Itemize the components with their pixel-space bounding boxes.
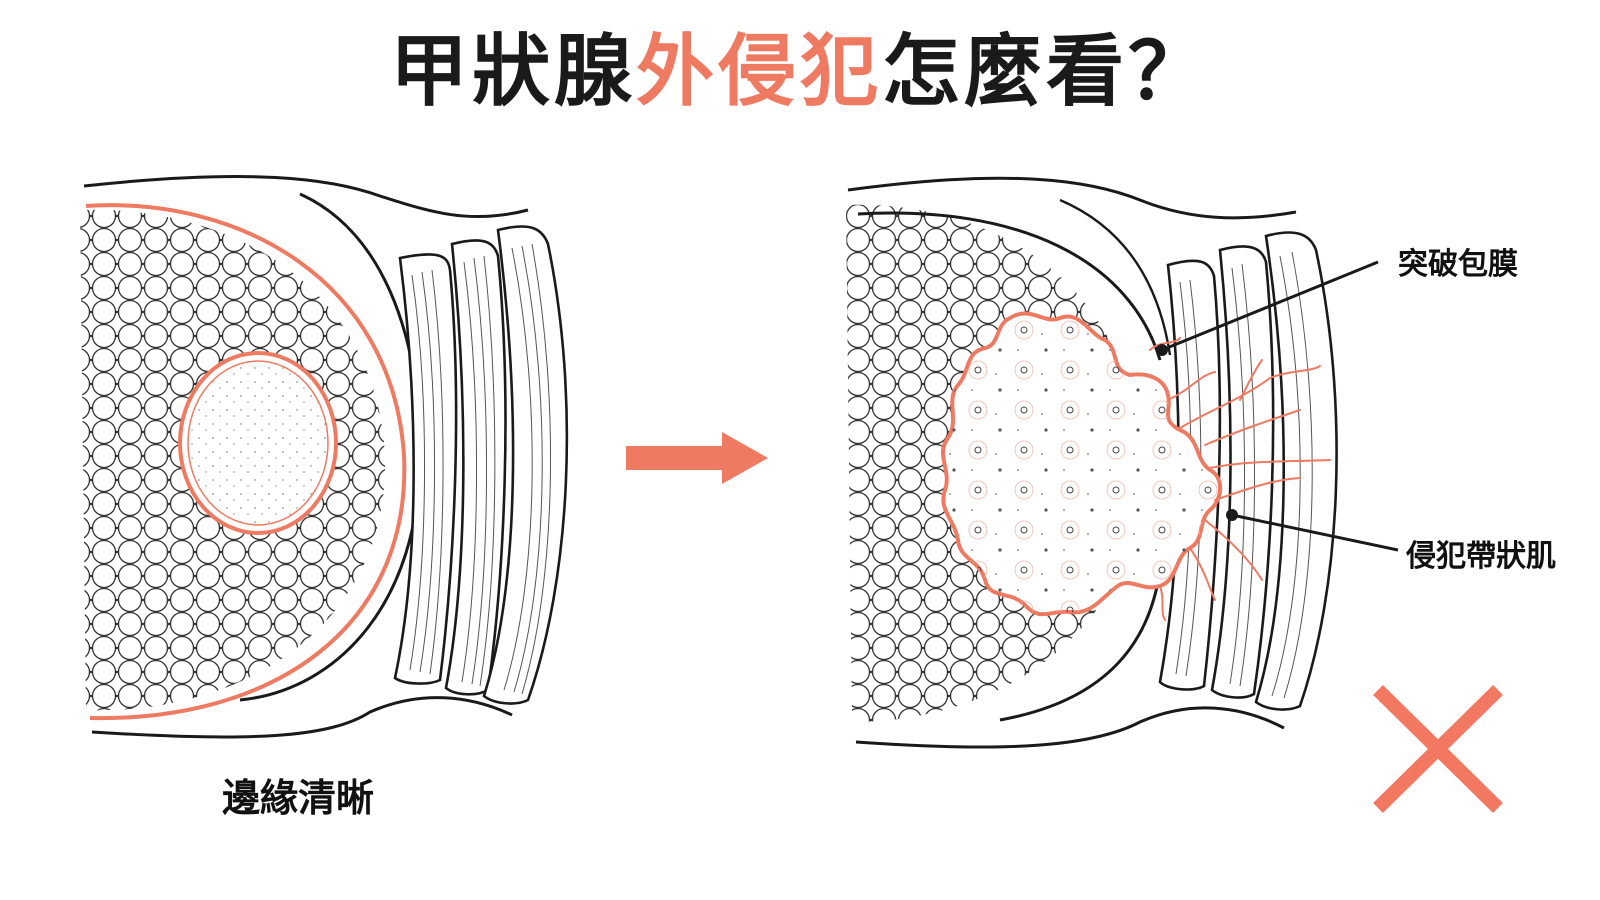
cross-icon bbox=[1373, 685, 1503, 813]
title-part2: 怎麼看？ bbox=[882, 27, 1211, 117]
page-title: 甲狀腺外侵犯怎麼看？ bbox=[0, 22, 1600, 122]
left-panel bbox=[80, 175, 569, 739]
lower-boundary bbox=[91, 696, 513, 739]
capsule-outline bbox=[85, 203, 407, 721]
inner-capsule-right bbox=[857, 211, 1162, 361]
fascia-right bbox=[1059, 198, 1172, 356]
lower-capsule-right bbox=[999, 569, 1162, 722]
invasion-tendrils bbox=[1149, 337, 1331, 621]
strap-invasion-label: 侵犯帶狀肌 bbox=[1406, 539, 1556, 574]
strap-muscles bbox=[393, 225, 569, 705]
clear-margin-label: 邊緣清晰 bbox=[222, 776, 375, 820]
lower-boundary-right bbox=[855, 706, 1285, 749]
upper-boundary bbox=[83, 175, 529, 219]
nodule-inner bbox=[187, 360, 329, 526]
leader-lines bbox=[1156, 260, 1399, 552]
right-arrow-icon bbox=[626, 432, 768, 484]
upper-boundary-right bbox=[847, 176, 1297, 220]
capsule-breach-label: 突破包膜 bbox=[1398, 247, 1518, 282]
tumor-texture bbox=[942, 313, 1221, 615]
title-part1: 甲狀腺 bbox=[389, 27, 636, 117]
title-accent: 外侵犯 bbox=[635, 27, 882, 117]
